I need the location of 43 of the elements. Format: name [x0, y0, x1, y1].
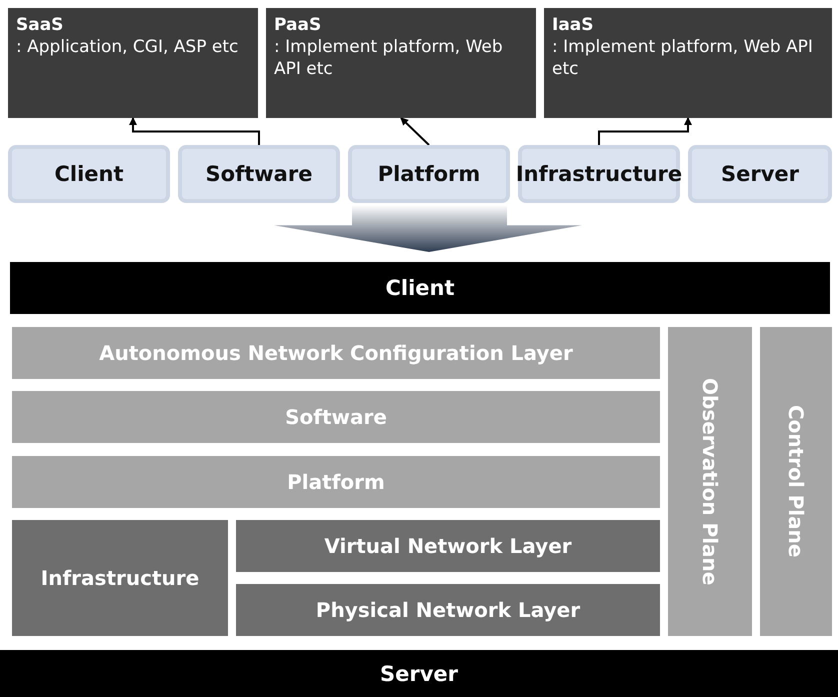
layer-tab: [348, 145, 510, 203]
layer-label: Virtual Network Layer: [324, 534, 572, 558]
layer-bar: [12, 391, 660, 443]
layer-bar: [10, 262, 830, 314]
layer-label: Client: [54, 162, 124, 186]
layer-bar: [0, 650, 838, 697]
layer-label: Server: [380, 662, 458, 686]
layer-block: [12, 520, 228, 636]
layer-label: Platform: [287, 470, 385, 494]
service-box: [266, 8, 536, 118]
service-box: [544, 8, 832, 118]
layer-label: Control Plane: [784, 405, 808, 558]
service-description: : Application, CGI, ASP etc: [16, 36, 238, 58]
service-description: : Implement platform, Web API etc: [274, 36, 504, 80]
layer-label: Software: [285, 405, 387, 429]
layer-label: Client: [385, 276, 455, 300]
plane-column: [760, 327, 832, 636]
service-title: PaaS: [274, 14, 322, 36]
service-description: : Implement platform, Web API etc: [552, 36, 814, 80]
layer-tab: [8, 145, 170, 203]
layer-tab: [518, 145, 680, 203]
layer-label: Observation Plane: [698, 378, 722, 586]
layer-bar: [12, 456, 660, 508]
layer-label: Physical Network Layer: [316, 598, 580, 622]
block-arrow: [274, 205, 582, 252]
layer-label: Platform: [378, 162, 480, 186]
plane-column: [668, 327, 752, 636]
layer-bar: [236, 584, 660, 636]
layer-label: Infrastructure: [516, 162, 682, 186]
layer-tab: [688, 145, 832, 203]
service-box: [8, 8, 258, 118]
layer-label: Software: [206, 162, 312, 186]
layer-bar: [236, 520, 660, 572]
arrow: [598, 117, 692, 145]
layer-label: Server: [720, 162, 799, 186]
arrow: [129, 117, 260, 145]
layer-bar: [12, 327, 660, 379]
service-title: SaaS: [16, 14, 64, 36]
layer-label: Infrastructure: [40, 566, 200, 590]
arrow: [400, 117, 430, 146]
layer-tab: [178, 145, 340, 203]
service-title: IaaS: [552, 14, 594, 36]
layer-label: Autonomous Network Configuration Layer: [99, 341, 573, 365]
